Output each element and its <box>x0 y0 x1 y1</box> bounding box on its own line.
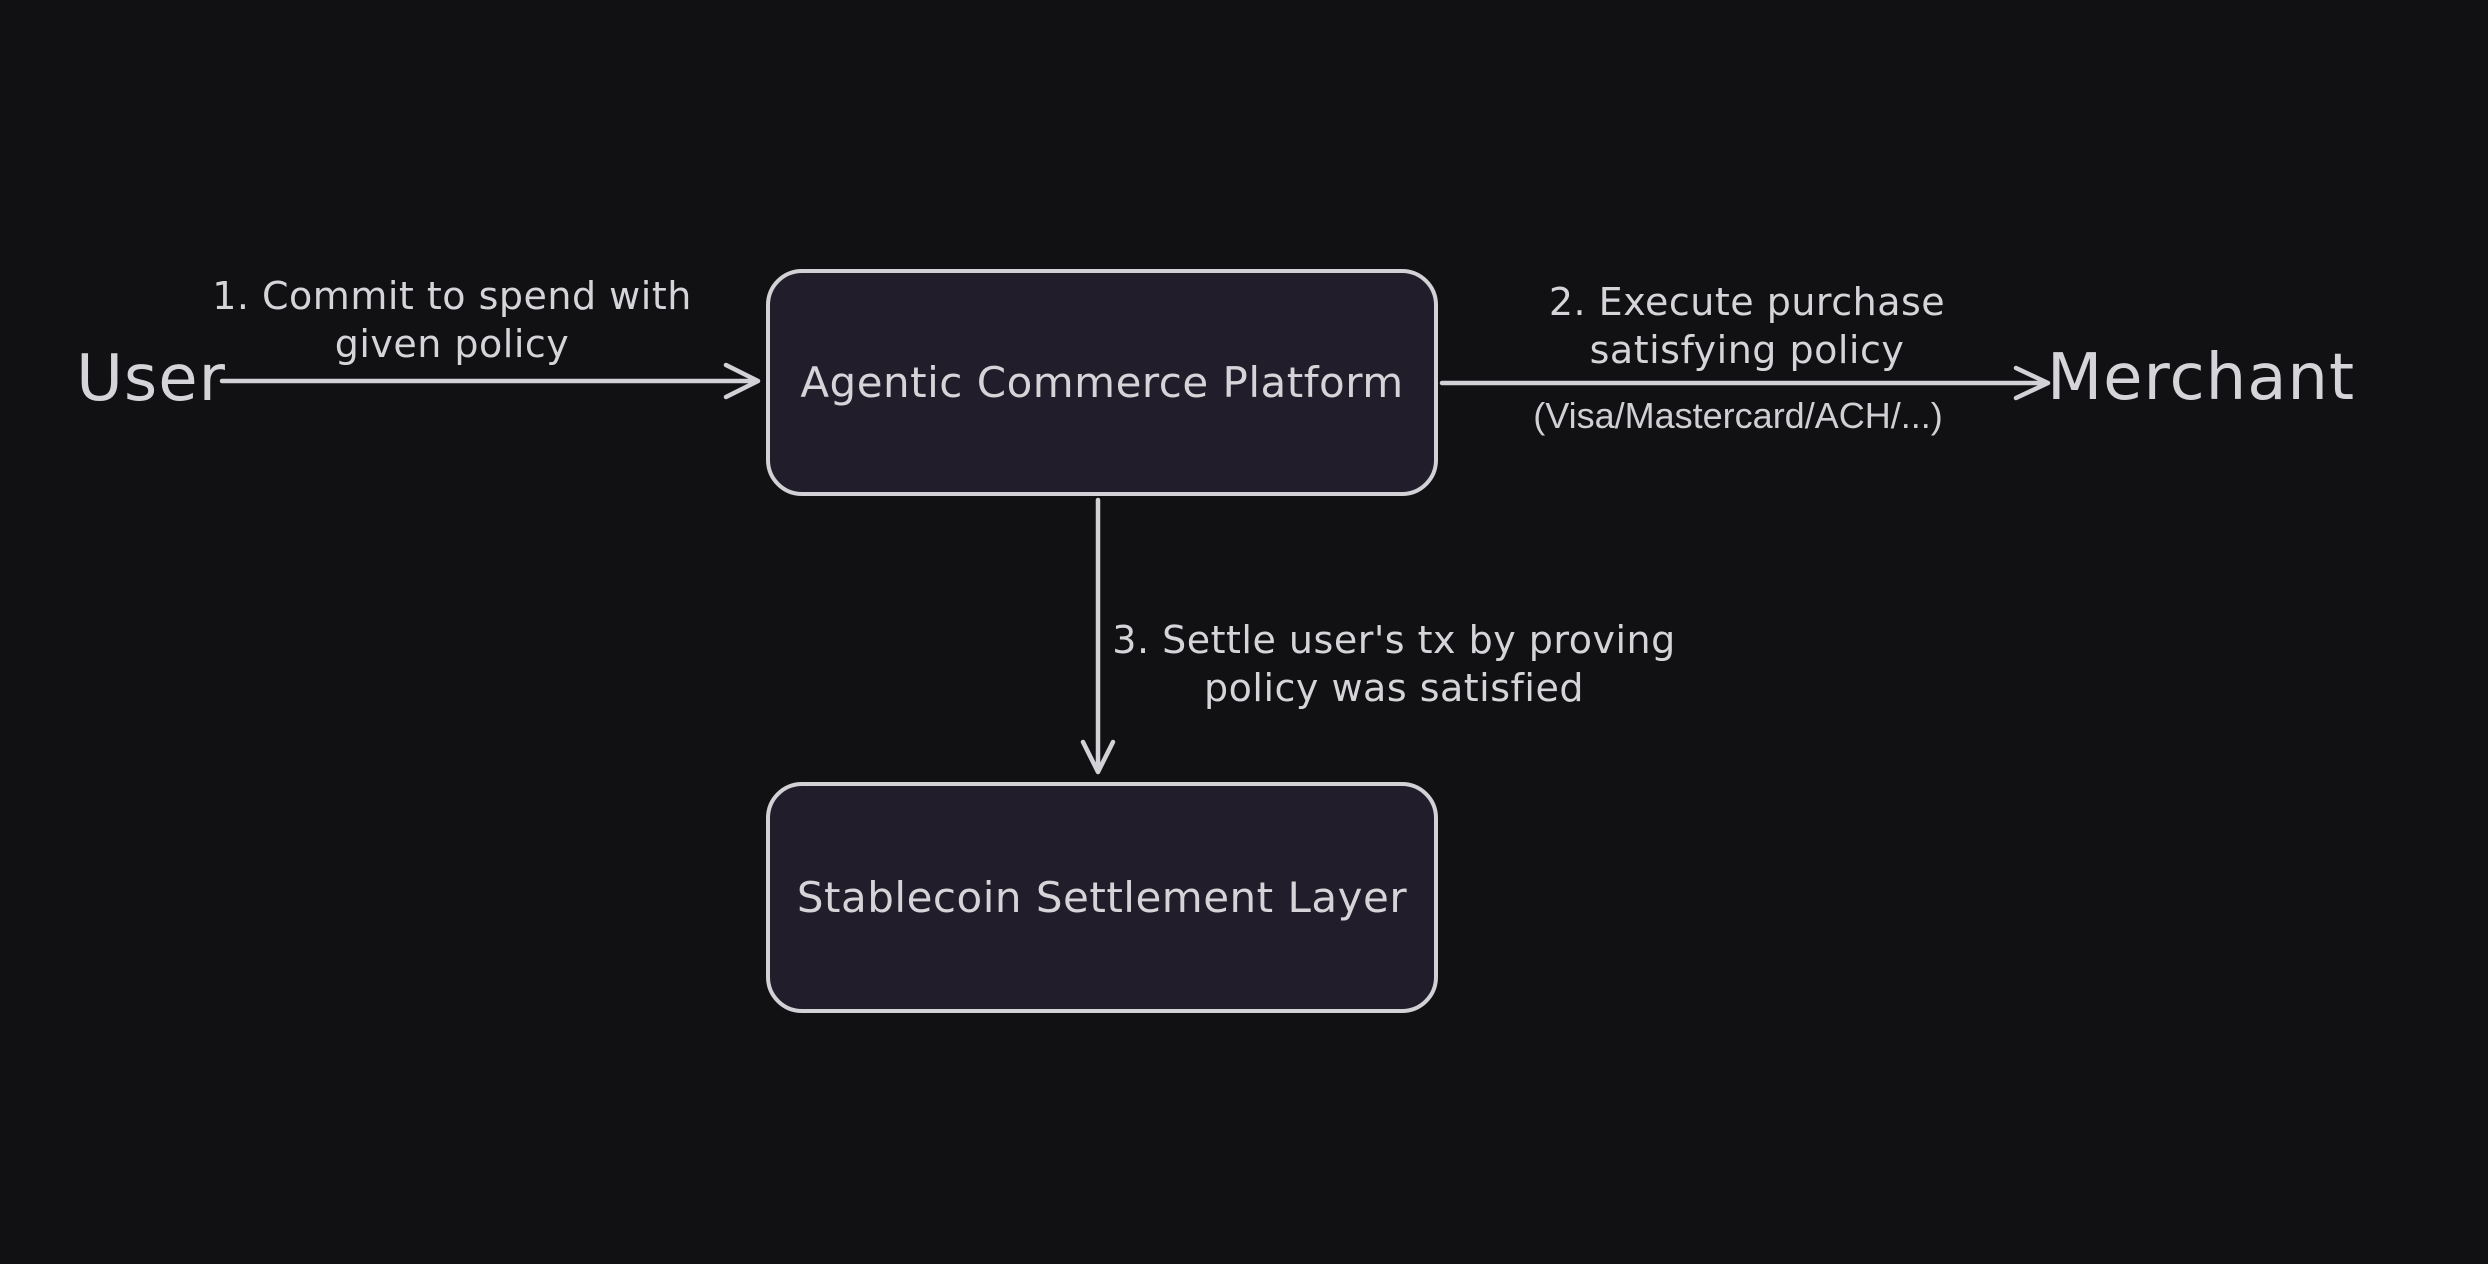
settle-edge-label-line1: 3. Settle user's tx by proving <box>1112 618 1676 662</box>
commit-edge-label: 1. Commit to spend with given policy <box>172 272 732 368</box>
agentic-commerce-platform-node: Agentic Commerce Platform <box>766 269 1438 496</box>
merchant-node-label: Merchant <box>2046 341 2356 415</box>
execute-arrow <box>1439 365 2051 401</box>
settle-arrow <box>1080 497 1116 775</box>
execute-edge-label: 2. Execute purchase satisfying policy <box>1467 278 2027 374</box>
settle-edge-label-line2: policy was satisfied <box>1204 666 1584 710</box>
commit-edge-label-line1: 1. Commit to spend with <box>212 274 692 318</box>
settle-edge-label: 3. Settle user's tx by proving policy wa… <box>1074 616 1714 712</box>
stablecoin-settlement-layer-label: Stablecoin Settlement Layer <box>796 873 1408 922</box>
commit-arrow <box>219 362 761 400</box>
execute-edge-sublabel: (Visa/Mastercard/ACH/...) <box>1533 395 1943 436</box>
execute-edge-label-line2: satisfying policy <box>1589 328 1905 372</box>
stablecoin-settlement-layer-node: Stablecoin Settlement Layer <box>766 782 1438 1013</box>
user-node-label: User <box>76 342 226 416</box>
execute-edge-label-line1: 2. Execute purchase <box>1548 280 1946 324</box>
commit-edge-label-line2: given policy <box>334 322 570 366</box>
agentic-commerce-platform-label: Agentic Commerce Platform <box>800 358 1404 407</box>
